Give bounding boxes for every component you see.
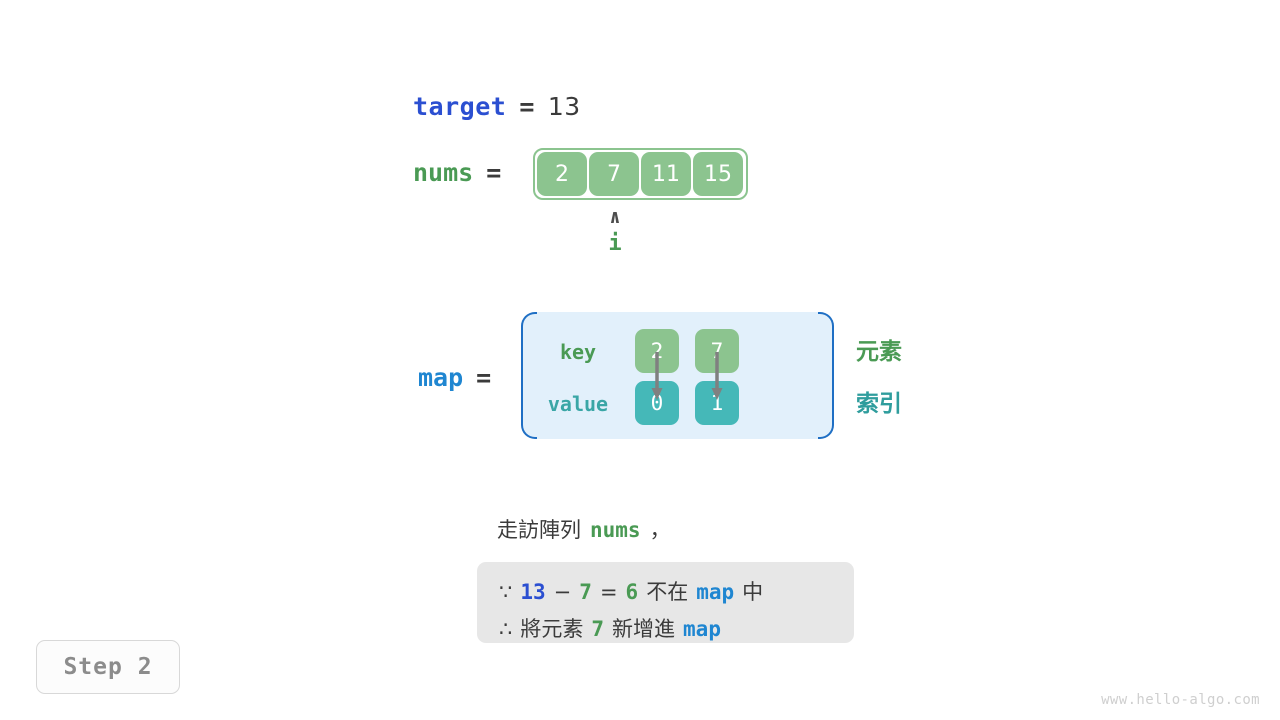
because-symbol: ∵ [499, 580, 513, 604]
map-key-cell: 7 [695, 329, 739, 373]
formula-equals-sign: = [599, 580, 618, 604]
array-cell: 11 [641, 152, 691, 196]
formula-added-element: 7 [591, 616, 605, 641]
map-variable-name: map [418, 363, 464, 392]
map-left-bracket [521, 312, 537, 439]
formula-minus-sign: − [553, 580, 572, 604]
formula-line-because: ∵ 13 − 7 = 6 不在 map 中 [499, 574, 832, 611]
nums-equals-sign: = [486, 158, 502, 187]
map-variable-row: map = [418, 363, 491, 392]
description-intro-prefix: 走訪陣列 [497, 518, 581, 542]
step-badge: Step 2 [36, 640, 180, 694]
therefore-symbol: ∴ [499, 616, 513, 641]
formula-map-name: map [683, 616, 721, 641]
target-value: 13 [547, 92, 581, 121]
key-to-value-arrow-icon [651, 352, 663, 400]
pointer-caret-icon: ∧ [609, 206, 621, 228]
description-intro-suffix: ， [649, 518, 671, 542]
nums-array-frame [533, 148, 748, 200]
map-element-side-label: 元素 [856, 339, 902, 365]
map-key-row-label: key [559, 340, 597, 364]
target-variable-row: target = 13 [413, 92, 581, 121]
formula-result-value: 6 [625, 580, 639, 604]
map-equals-sign: = [476, 363, 492, 392]
formula-add-middle: 新增進 [612, 616, 676, 641]
map-index-side-label: 索引 [856, 391, 902, 417]
map-value-row-label: value [547, 392, 609, 416]
key-to-value-arrow-icon [711, 352, 723, 400]
description-intro-code: nums [590, 518, 641, 542]
description-intro-line: 走訪陣列 nums ， [497, 514, 671, 544]
formula-target-value: 13 [520, 580, 546, 604]
formula-map-name: map [696, 580, 735, 604]
formula-box: ∵ 13 − 7 = 6 不在 map 中 ∴ 將元素 7 新增進 map [477, 562, 854, 643]
target-equals-sign: = [519, 92, 535, 121]
target-variable-name: target [413, 92, 507, 121]
array-cell: 7 [589, 152, 639, 196]
formula-current-value: 7 [579, 580, 592, 604]
nums-variable-name: nums [413, 158, 474, 187]
nums-variable-row: nums = [413, 158, 501, 187]
formula-not-in-text: 不在 [646, 580, 689, 604]
formula-suffix-text: 中 [742, 580, 764, 604]
nums-array-cells: 2 7 11 15 [537, 152, 743, 196]
map-right-bracket [818, 312, 834, 439]
watermark: www.hello-algo.com [1101, 692, 1260, 708]
pointer-label-i: i [608, 231, 622, 256]
array-cell: 2 [537, 152, 587, 196]
formula-add-prefix: 將元素 [520, 616, 584, 641]
array-cell: 15 [693, 152, 743, 196]
formula-line-therefore: ∴ 將元素 7 新增進 map [499, 611, 832, 648]
